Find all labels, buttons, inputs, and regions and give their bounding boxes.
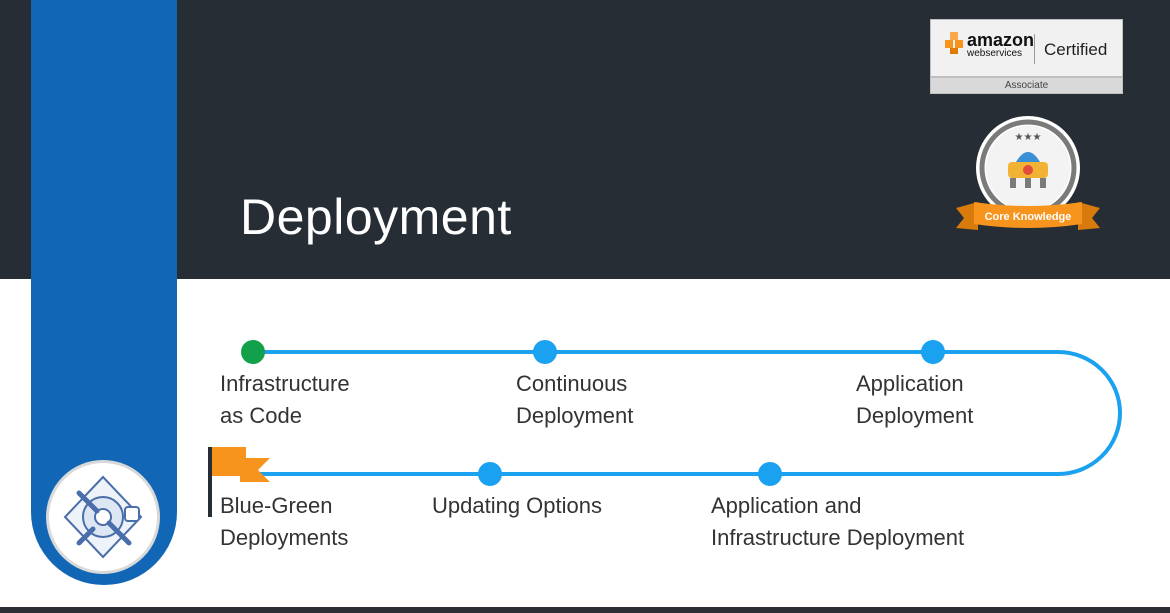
aws-brand: amazon <box>967 30 1035 50</box>
milestone-infrastructure-as-code: Infrastructure as Code <box>220 368 350 432</box>
aws-badge-top: amazon webservices Certified <box>930 19 1123 77</box>
aws-certified-text: Certified <box>1044 40 1108 59</box>
badge-label: Core Knowledge <box>985 211 1072 223</box>
milestone-label-line1: Infrastructure <box>220 371 350 396</box>
milestone-dot <box>478 462 502 486</box>
milestone-dot-current <box>241 340 265 364</box>
milestone-continuous-deployment: Continuous Deployment <box>516 368 633 432</box>
badge-stars: ★★★ <box>1015 132 1042 143</box>
aws-level: Associate <box>930 77 1123 94</box>
aws-divider <box>1034 34 1035 64</box>
milestone-label-line2: Deployment <box>856 403 974 428</box>
bottom-rule <box>0 607 1170 613</box>
milestone-label-line1: Blue-Green <box>220 493 333 518</box>
finish-flag-icon <box>208 447 270 517</box>
milestone-application-deployment: Application Deployment <box>856 368 973 432</box>
milestone-dot <box>533 340 557 364</box>
badge-ribbon <box>974 202 1082 228</box>
robot-badge-icon <box>1008 152 1048 188</box>
milestone-blue-green-deployments: Blue-Green Deployments <box>220 490 348 554</box>
aws-sub-brand: webservices <box>967 48 1023 59</box>
tools-gear-icon <box>46 460 160 574</box>
milestone-label-line2: as Code <box>220 403 302 428</box>
milestone-label-line2: Deployments <box>220 525 349 550</box>
milestone-dot <box>921 340 945 364</box>
milestone-label-line1: Application <box>856 371 964 396</box>
milestone-label-line1: Continuous <box>516 371 628 396</box>
milestone-application-and-infrastructure: Application and Infrastructure Deploymen… <box>711 490 964 554</box>
page-title: Deployment <box>240 189 512 245</box>
aws-certified-badge: amazon webservices Certified Associate <box>930 19 1123 94</box>
milestone-label-line1: Application and <box>711 493 862 518</box>
core-knowledge-badge: ★★★ Core Knowledge <box>956 116 1100 230</box>
timeline-line <box>214 350 1122 476</box>
aws-cubes-icon <box>945 32 963 54</box>
milestone-label-line2: Deployment <box>516 403 634 428</box>
content-area <box>0 279 1170 613</box>
milestone-updating-options: Updating Options <box>432 490 602 522</box>
milestone-label-line1: Updating Options <box>432 493 602 518</box>
milestone-dot <box>758 462 782 486</box>
milestone-label-line2: Infrastructure Deployment <box>711 525 965 550</box>
